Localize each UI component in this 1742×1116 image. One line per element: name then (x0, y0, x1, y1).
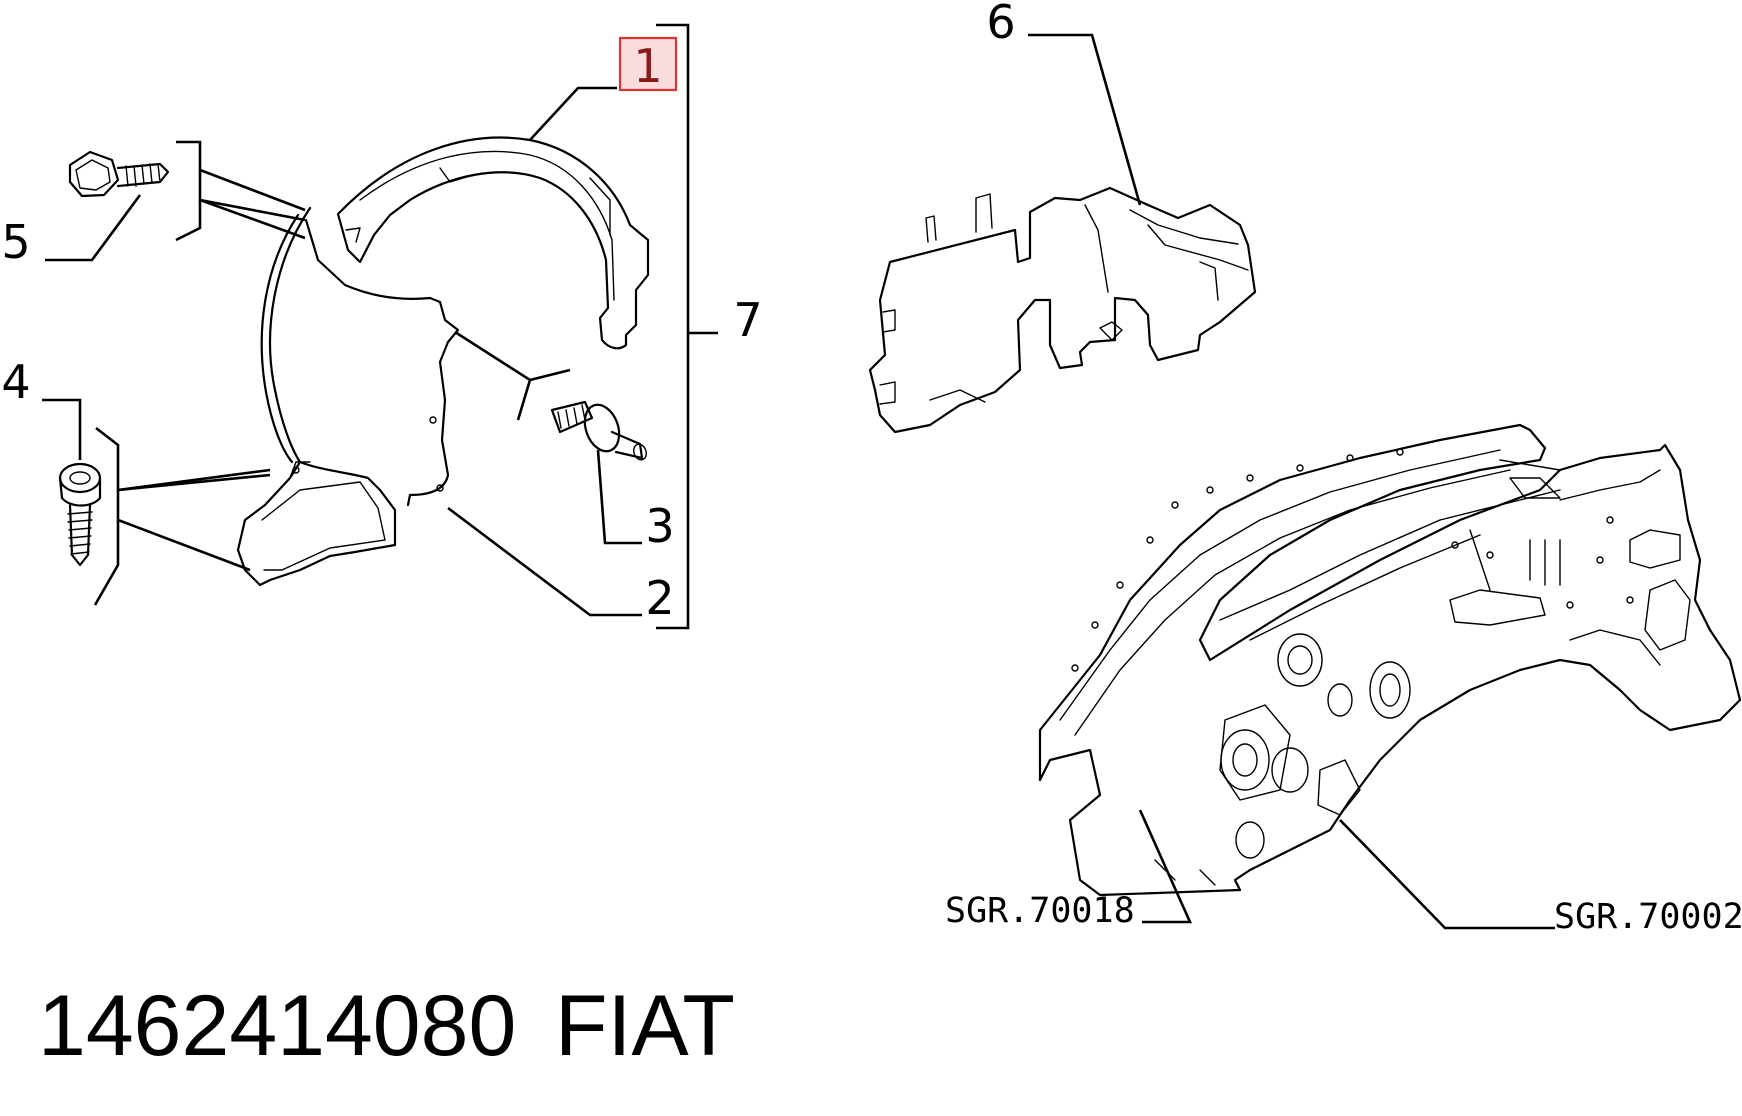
screw-part-5 (68, 150, 170, 198)
bracket-panel-part-6 (868, 186, 1257, 434)
leader-lines (42, 23, 1555, 930)
callout-label-5: 5 (1, 215, 30, 269)
callout-label-2: 2 (645, 571, 674, 625)
callout-label-7: 7 (733, 293, 762, 347)
callout-label-4: 4 (1, 355, 30, 409)
reference-label-sgr-70018: SGR.70018 (945, 891, 1135, 931)
lower-liner-part (236, 206, 460, 587)
callout-1-highlight[interactable]: 1 (618, 36, 678, 93)
callout-label-3: 3 (645, 499, 674, 553)
reference-label-sgr-70002: SGR.70002 (1554, 897, 1742, 937)
callout-label-6: 6 (986, 0, 1015, 49)
part-number: 1462414080 (38, 978, 516, 1074)
wheel-arch-liner-part (336, 136, 650, 350)
callout-label-1: 1 (633, 39, 662, 93)
brand-name: FIAT (555, 978, 735, 1074)
body-side-assembly (1038, 423, 1742, 897)
screw-part-4 (58, 462, 102, 567)
push-clip-part-3 (550, 400, 647, 461)
